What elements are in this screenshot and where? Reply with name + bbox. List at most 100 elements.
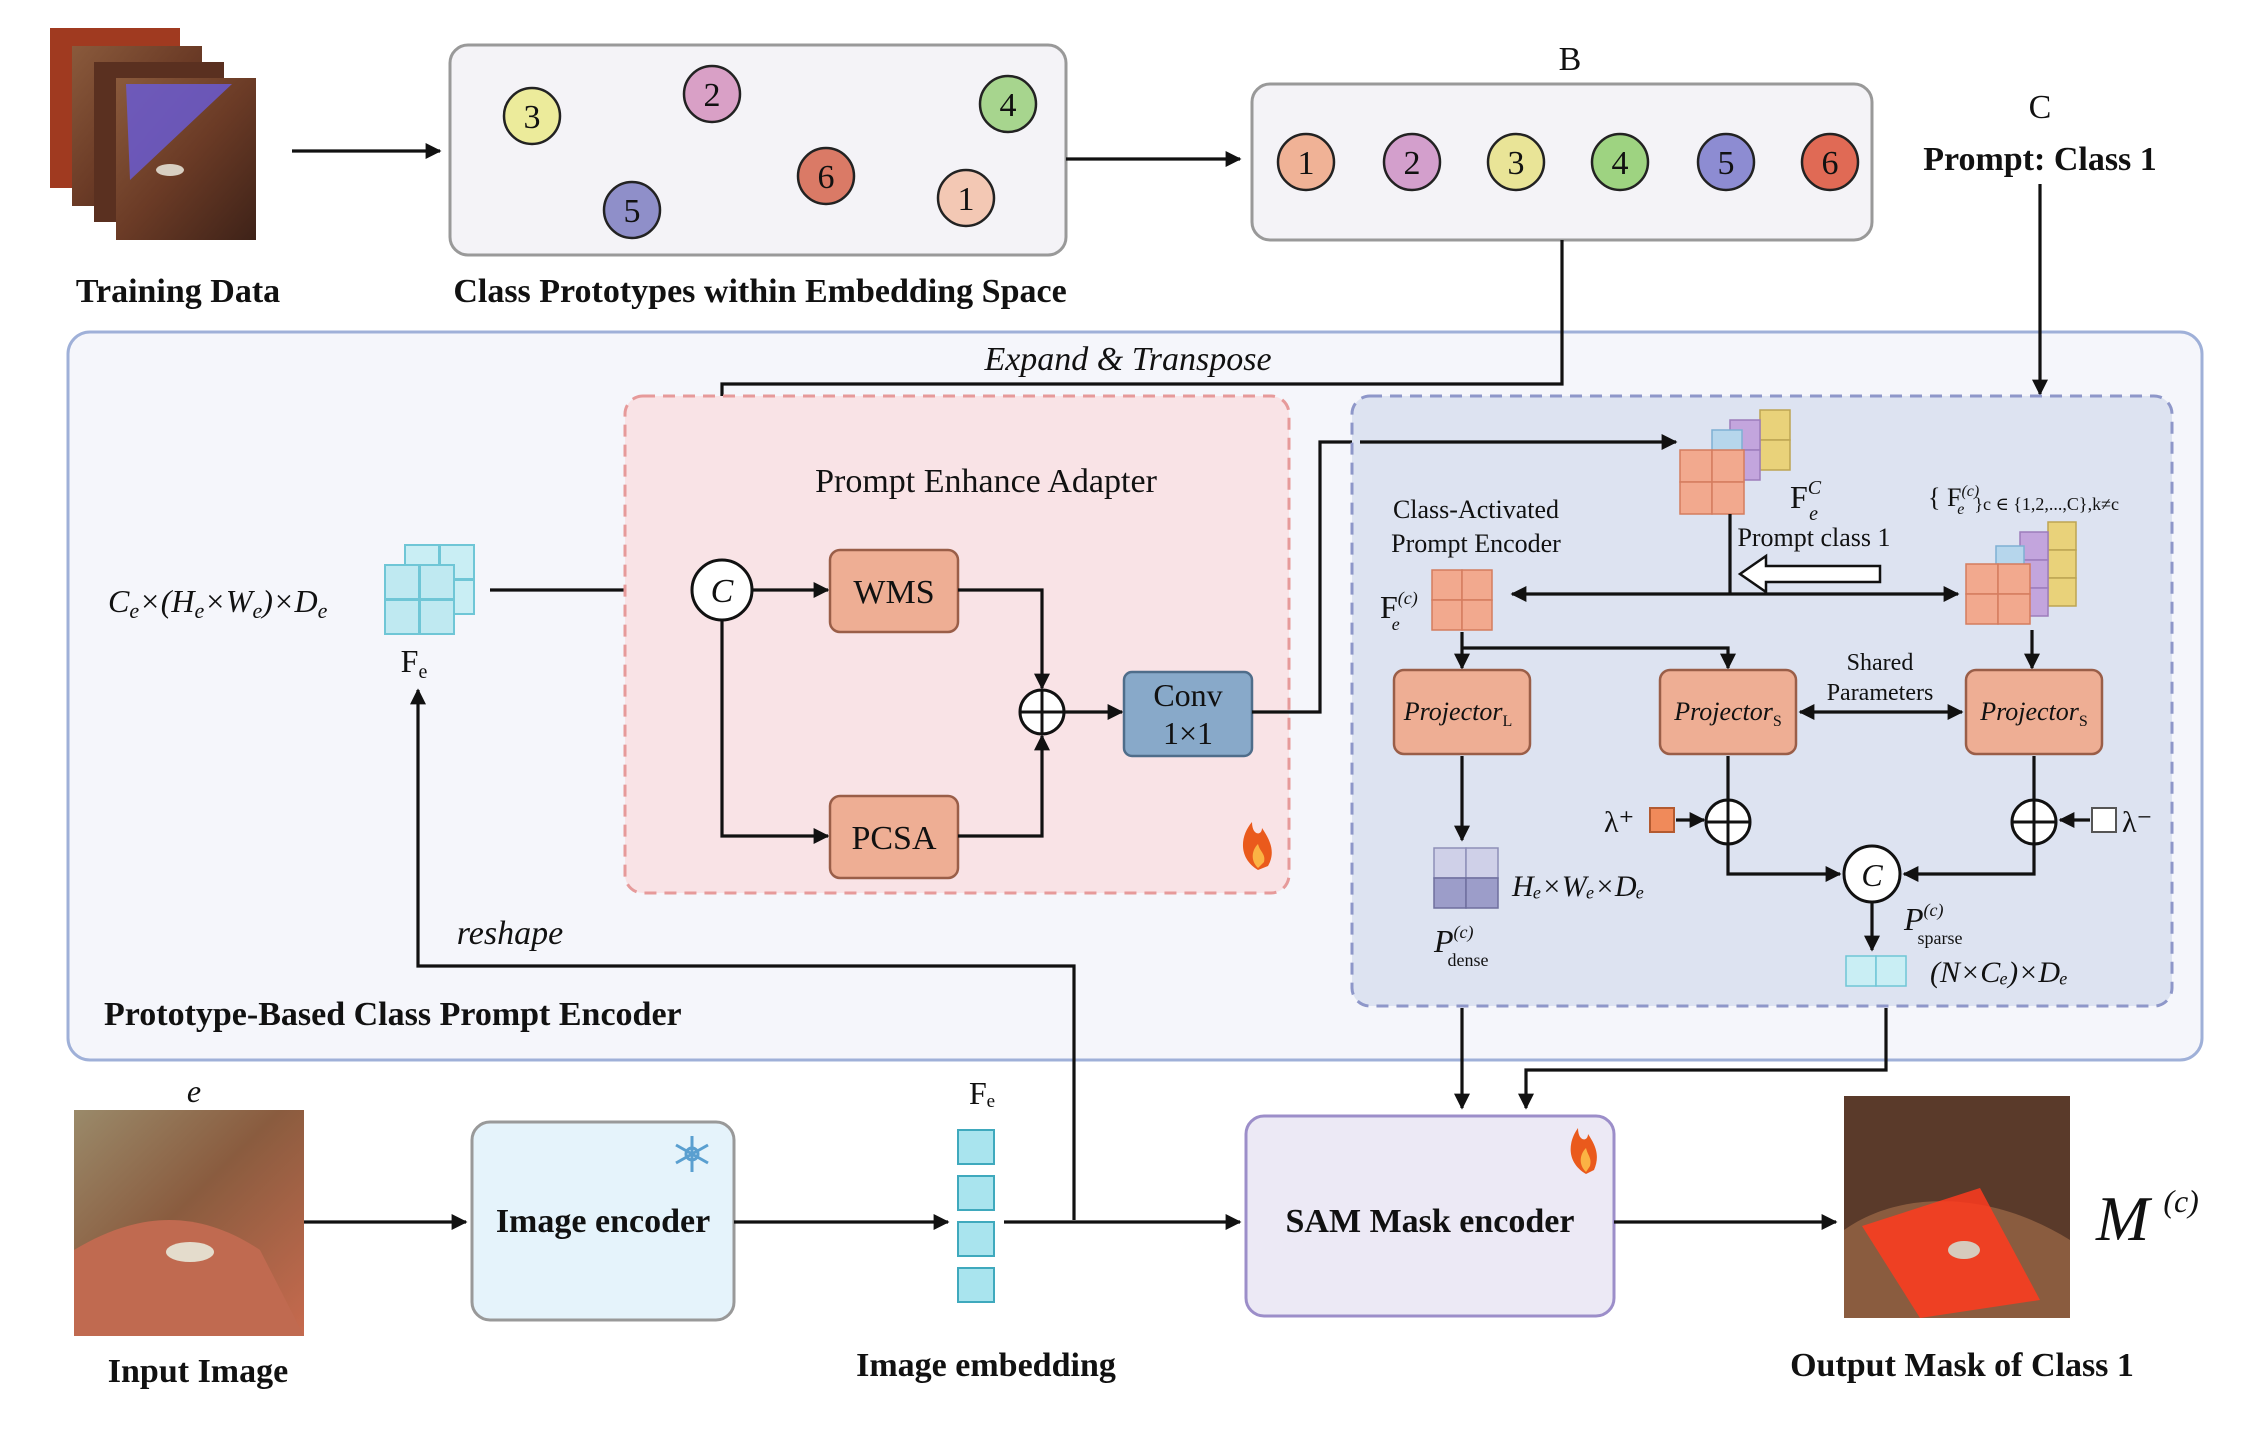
snowflake-icon xyxy=(675,1136,709,1172)
conv-label-2: 1×1 xyxy=(1163,715,1213,751)
sorted-circle-6 xyxy=(1800,132,1860,192)
prompt-class-arrow xyxy=(1737,553,1882,595)
prototype-circle-label-1: 1 xyxy=(958,181,975,218)
sorted-prototypes-box xyxy=(1250,82,1874,242)
input-image-caption: Input Image xyxy=(108,1353,288,1390)
fe-cube-stack xyxy=(384,544,475,635)
prototype-circle-5 xyxy=(602,180,662,240)
sparse-shape-label: (N×Cₑ)×Dₑ xyxy=(1930,956,2068,989)
sorted-circle-label-3: 3 xyxy=(1508,145,1525,182)
sorted-letter: B xyxy=(1559,41,1582,78)
prototype-circle-6 xyxy=(796,146,856,206)
mask-encoder-block xyxy=(1244,1114,1616,1318)
sorted-circle-label-1: 1 xyxy=(1298,145,1315,182)
shared-label-1: Shared xyxy=(1847,650,1914,676)
prompt-text: Prompt: Class 1 xyxy=(1923,141,2157,178)
image-encoder-label: Image encoder xyxy=(496,1203,710,1240)
fe-c-label: F(c)e xyxy=(1380,588,1418,634)
sorted-circle-label-2: 2 xyxy=(1404,145,1421,182)
arrow-add-to-concat-right xyxy=(1902,844,2036,882)
dense-shape-label: Hₑ×Wₑ×Dₑ xyxy=(1511,870,1644,903)
prototype-circle-label-3: 3 xyxy=(524,99,541,136)
arrow-wms-to-add xyxy=(958,588,1050,690)
arrow-add-to-concat-left xyxy=(1726,844,1842,882)
fe-c-cube xyxy=(1431,569,1493,631)
lambda-minus-swatch xyxy=(2091,807,2117,833)
conv-block xyxy=(1122,670,1254,758)
input-image xyxy=(74,1110,304,1336)
embedding-cubes xyxy=(957,1129,995,1303)
other-classes-cube-stack xyxy=(1965,521,2077,625)
sparse-cube xyxy=(1845,955,1907,987)
projector-s1-block xyxy=(1658,668,1798,756)
lambda-minus-label: λ⁻ xyxy=(2122,806,2152,839)
sorted-circle-1 xyxy=(1276,132,1336,192)
arrow-sparse-to-mask xyxy=(1518,1008,1888,1110)
pcsa-label: PCSA xyxy=(851,820,936,857)
projector-l-block xyxy=(1392,668,1532,756)
class-concat-symbol: C xyxy=(1861,857,1883,893)
lambda-plus-swatch xyxy=(1649,807,1675,833)
adapter-flame-icon xyxy=(1242,822,1272,870)
adapter-title: Prompt Enhance Adapter xyxy=(815,463,1157,500)
sparse-label: P(c)sparse xyxy=(1903,900,1963,948)
adapter-panel xyxy=(623,394,1291,895)
projector-l-label: ProjectorL xyxy=(1403,697,1512,730)
arrow-pcsa-to-add xyxy=(958,734,1050,838)
sorted-circle-5 xyxy=(1696,132,1756,192)
arrow-fec-to-projs xyxy=(1462,646,1736,670)
prototype-circle-label-2: 2 xyxy=(704,77,721,114)
prototype-circle-4 xyxy=(978,74,1038,134)
encoder-panel-title: Prototype-Based Class Prompt Encoder xyxy=(104,996,682,1033)
shared-label-2: Parameters xyxy=(1827,680,1934,706)
mask-flame-icon xyxy=(1570,1128,1597,1174)
output-symbol: M(c) xyxy=(2095,1183,2199,1254)
prompt-class-label: Prompt class 1 xyxy=(1737,523,1890,552)
sorted-circle-2 xyxy=(1382,132,1442,192)
arrow-conv-to-classpanel xyxy=(1252,440,1360,714)
sorted-circle-4 xyxy=(1590,132,1650,192)
arrow-concat-to-pcsa xyxy=(720,620,830,844)
embedding-caption: Image embedding xyxy=(856,1347,1116,1384)
fe-shape-label: Ce×(He×We)×De xyxy=(108,583,328,623)
set-label: { F(c)e}c ∈ {1,2,...,C},k≠c xyxy=(1928,483,2119,518)
prototype-circles: 3 2 4 6 1 5 xyxy=(502,64,1038,240)
output-caption: Output Mask of Class 1 xyxy=(1790,1347,2134,1384)
output-image xyxy=(1844,1096,2070,1318)
adapter-concat-symbol: C xyxy=(711,573,734,610)
projector-s2-label: ProjectorS xyxy=(1979,697,2088,730)
sorted-circle-label-5: 5 xyxy=(1718,145,1735,182)
conv-label-1: Conv xyxy=(1153,677,1222,713)
prototype-circle-label-6: 6 xyxy=(818,159,835,196)
lambda-plus-label: λ⁺ xyxy=(1604,806,1634,839)
prototype-circle-2 xyxy=(682,64,742,124)
fe-label: Fe xyxy=(401,643,428,683)
fec-cube-stack xyxy=(1679,409,1791,515)
sorted-circle-3 xyxy=(1486,132,1546,192)
class-panel-title-1: Class-Activated xyxy=(1393,495,1559,524)
arrow-reshape xyxy=(410,688,1076,1220)
reshape-label: reshape xyxy=(457,915,563,952)
prototype-circle-3 xyxy=(502,86,562,146)
e-label: e xyxy=(187,1073,201,1109)
training-data-stack xyxy=(50,28,256,240)
projector-s1-label: ProjectorS xyxy=(1673,697,1782,730)
embedding-fe-label: Fₑ xyxy=(969,1075,995,1111)
prototype-space-caption: Class Prototypes within Embedding Space xyxy=(453,273,1066,310)
sorted-circle-label-4: 4 xyxy=(1612,145,1629,182)
projector-s2-block xyxy=(1964,668,2104,756)
sorted-circles: 1 2 3 4 5 6 xyxy=(1276,132,1860,192)
dense-label: P(c)dense xyxy=(1433,922,1489,970)
dense-cube xyxy=(1433,847,1499,909)
mask-encoder-label: SAM Mask encoder xyxy=(1286,1203,1575,1240)
prototype-circle-1 xyxy=(936,168,996,228)
prototype-circle-label-4: 4 xyxy=(1000,87,1017,124)
wms-label: WMS xyxy=(853,574,934,611)
sorted-circle-label-6: 6 xyxy=(1822,145,1839,182)
class-panel-title-2: Prompt Encoder xyxy=(1391,529,1561,558)
prompt-letter: C xyxy=(2029,89,2052,126)
prototype-circle-label-5: 5 xyxy=(624,193,641,230)
training-data-caption: Training Data xyxy=(76,273,280,310)
expand-transpose-label: Expand & Transpose xyxy=(983,341,1271,378)
